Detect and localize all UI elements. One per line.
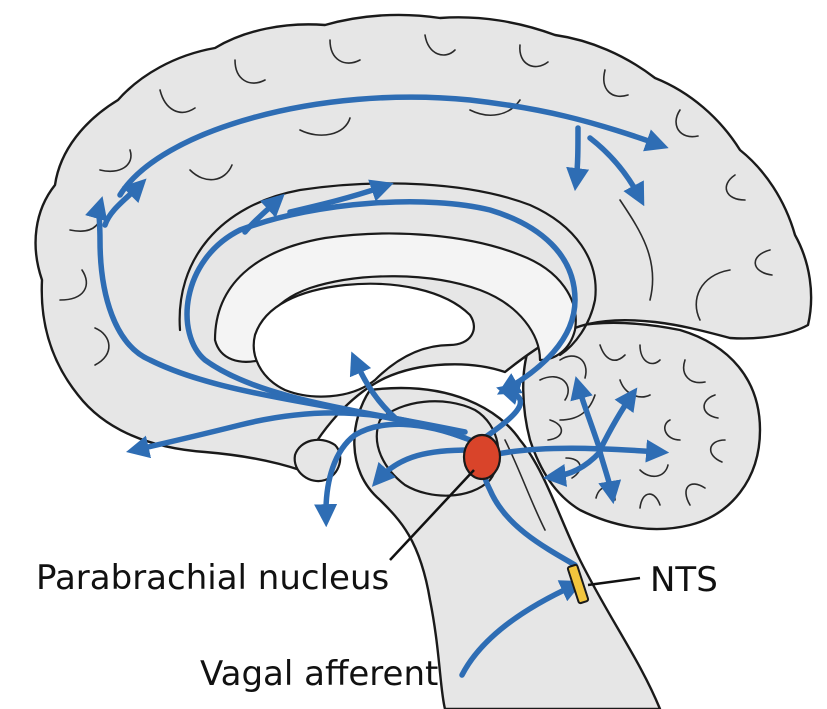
nts-leader-line	[588, 578, 640, 585]
nts-label: NTS	[650, 560, 718, 600]
parabrachial-nucleus	[464, 435, 500, 479]
parabrachial-label: Parabrachial nucleus	[36, 558, 389, 598]
pathway-posterior-down	[576, 128, 578, 182]
vagal-afferent-label: Vagal afferent	[200, 654, 438, 694]
